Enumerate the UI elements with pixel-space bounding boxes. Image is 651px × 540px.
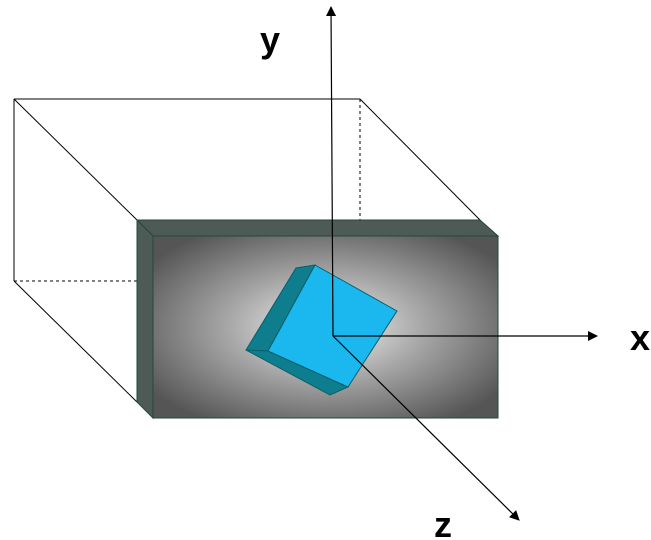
y-axis-arrow: [326, 6, 337, 337]
frustum-bottom-left-edge: [13, 280, 138, 403]
frustum-wireframe: [13, 98, 481, 403]
coordinate-axes: [326, 6, 598, 521]
slab-top-face: [135, 219, 500, 237]
slab-left-face: [136, 218, 154, 420]
z-axis-label: z: [434, 504, 452, 540]
z-axis-arrow: [332, 335, 520, 521]
y-axis-label: y: [260, 19, 280, 60]
frustum-top-left-edge: [13, 98, 138, 221]
x-axis-label: x: [630, 317, 650, 358]
frustum-top-right-edge: [359, 98, 481, 221]
